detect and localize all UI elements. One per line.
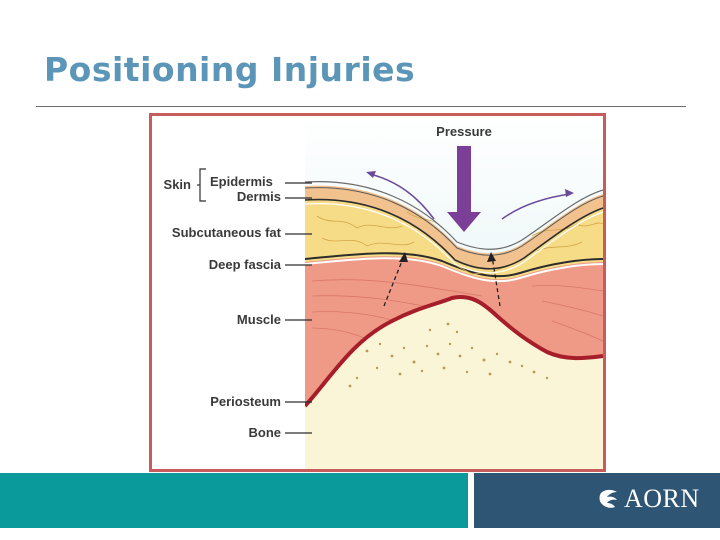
pressure-injury-diagram: Pressure Skin Epidermis Dermis Subcutane… — [149, 113, 606, 472]
fat-lobules — [316, 211, 603, 275]
pressure-label: Pressure — [436, 124, 492, 139]
skin-label: Skin — [164, 177, 192, 192]
label-leader-lines — [285, 182, 312, 434]
bone — [305, 296, 603, 469]
aorn-logo: AORN — [598, 484, 700, 514]
dermis-label: Dermis — [237, 189, 281, 204]
tissue-layers — [305, 116, 603, 469]
deep-fascia-label: Deep fascia — [209, 257, 282, 272]
subcutaneous-fat-label: Subcutaneous fat — [172, 225, 282, 240]
periosteum-label: Periosteum — [210, 394, 281, 409]
epidermis-label: Epidermis — [210, 174, 273, 189]
slide-title: Positioning Injuries — [44, 50, 416, 89]
footer-bar-right — [474, 473, 720, 528]
skin-bracket — [197, 168, 206, 202]
muscle-label: Muscle — [237, 312, 281, 327]
bone-texture — [348, 322, 549, 388]
aorn-emblem-icon — [599, 489, 617, 508]
aorn-logo-text: AORN — [624, 484, 700, 513]
tissue-cross-section: Pressure Skin Epidermis Dermis Subcutane… — [164, 116, 603, 469]
skin-displacement-arrow-left — [369, 173, 435, 220]
pressure-arrow — [447, 146, 481, 232]
skin-displacement-arrow-right — [501, 193, 571, 220]
footer-bar-left — [0, 473, 468, 528]
title-divider — [36, 106, 686, 107]
bone-label: Bone — [249, 425, 282, 440]
periosteum — [305, 295, 603, 408]
deep-tissue-arrows — [383, 255, 501, 307]
